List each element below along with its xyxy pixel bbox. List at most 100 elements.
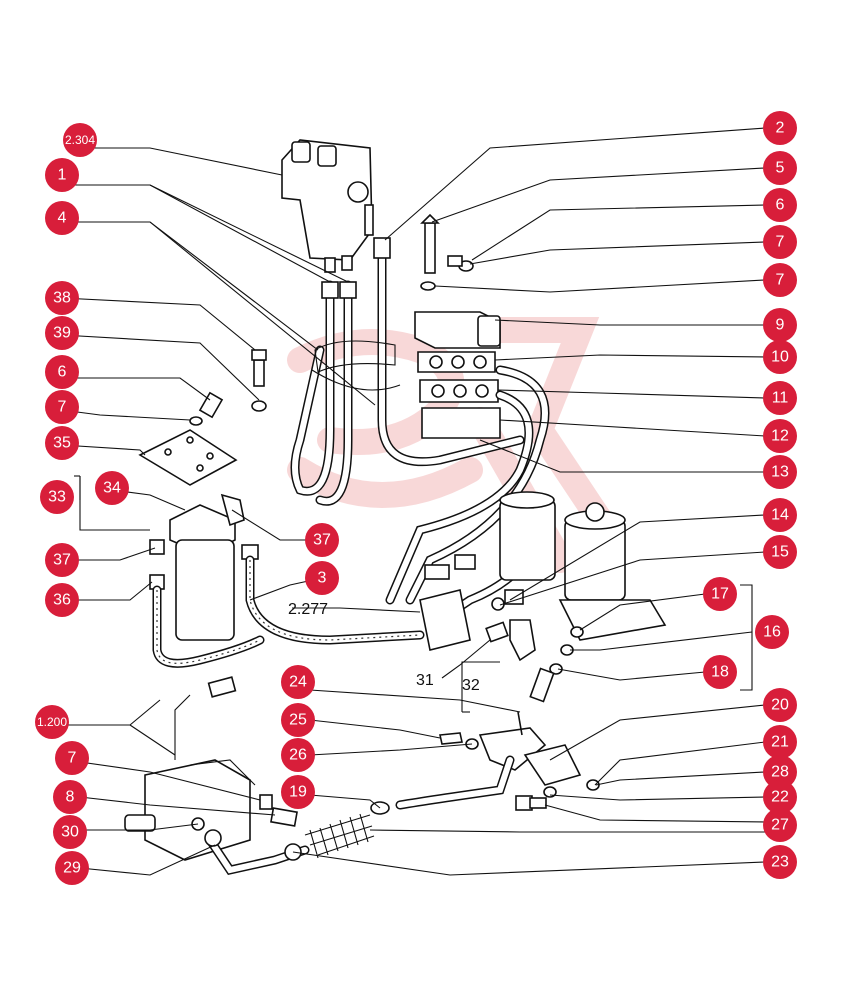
callout-14[interactable]: 14 — [763, 498, 797, 532]
callout-label: 22 — [771, 789, 789, 806]
callout-label: 5 — [776, 160, 785, 177]
callout-24[interactable]: 24 — [281, 665, 315, 699]
callout-2304[interactable]: 2.304 — [63, 123, 97, 157]
callout-label: 39 — [53, 325, 71, 342]
callout-label: 12 — [771, 428, 789, 445]
callout-27[interactable]: 27 — [763, 808, 797, 842]
callout-label: 26 — [289, 747, 307, 764]
callout-label: 15 — [771, 544, 789, 561]
callout-21[interactable]: 21 — [763, 725, 797, 759]
callout-label: 6 — [58, 364, 67, 381]
callout-label: 4 — [58, 210, 67, 227]
hose-clamp-blocks — [414, 213, 501, 439]
callout-18[interactable]: 18 — [703, 655, 737, 689]
callout-label: 19 — [289, 784, 307, 801]
suction-pipe — [204, 813, 375, 876]
mounting-plate — [138, 349, 267, 486]
callout-label: 38 — [53, 290, 71, 307]
callout-label: 34 — [103, 480, 121, 497]
callout-7-left-upper[interactable]: 7 — [45, 390, 79, 424]
callout-36[interactable]: 36 — [45, 583, 79, 617]
callout-4[interactable]: 4 — [45, 201, 79, 235]
callout-37-center[interactable]: 37 — [305, 523, 339, 557]
callout-6-left[interactable]: 6 — [45, 355, 79, 389]
callout-5[interactable]: 5 — [763, 151, 797, 185]
filter-hoses — [152, 555, 425, 760]
callout-33[interactable]: 33 — [40, 480, 74, 514]
callout-label: 13 — [771, 464, 789, 481]
callout-17[interactable]: 17 — [703, 577, 737, 611]
callout-label: 25 — [289, 712, 307, 729]
callout-label: 1.200 — [37, 715, 67, 729]
callout-label: 16 — [763, 624, 781, 641]
callout-39[interactable]: 39 — [45, 316, 79, 350]
callout-9[interactable]: 9 — [763, 308, 797, 342]
callout-22[interactable]: 22 — [763, 780, 797, 814]
control-valve — [281, 139, 374, 273]
part-label-31: 31 — [416, 672, 434, 689]
callout-20[interactable]: 20 — [763, 688, 797, 722]
callout-label: 35 — [53, 435, 71, 452]
callout-6-right[interactable]: 6 — [763, 188, 797, 222]
callout-label: 33 — [48, 489, 66, 506]
callout-label: 7 — [68, 750, 77, 767]
callout-28[interactable]: 28 — [763, 755, 797, 789]
callout-label: 8 — [66, 789, 75, 806]
callout-label: 1 — [58, 167, 67, 184]
callout-label: 24 — [289, 674, 307, 691]
central-fittings — [419, 554, 584, 703]
callout-35[interactable]: 35 — [45, 426, 79, 460]
callout-label: 7 — [58, 399, 67, 416]
callout-7-right-upper[interactable]: 7 — [763, 225, 797, 259]
callout-7-pump[interactable]: 7 — [55, 741, 89, 775]
callout-label: 7 — [776, 272, 785, 289]
callout-label: 21 — [771, 734, 789, 751]
callout-label: 27 — [771, 817, 789, 834]
callout-23[interactable]: 23 — [763, 845, 797, 879]
callout-label: 36 — [53, 592, 71, 609]
callout-1[interactable]: 1 — [45, 158, 79, 192]
callout-38[interactable]: 38 — [45, 281, 79, 315]
callout-label: 28 — [771, 764, 789, 781]
callout-label: 2.304 — [65, 133, 95, 147]
callout-30[interactable]: 30 — [53, 815, 87, 849]
callout-15[interactable]: 15 — [763, 535, 797, 569]
callout-13[interactable]: 13 — [763, 455, 797, 489]
callout-19[interactable]: 19 — [281, 775, 315, 809]
callout-37-left[interactable]: 37 — [45, 543, 79, 577]
callout-label: 11 — [772, 390, 789, 407]
callout-25[interactable]: 25 — [281, 703, 315, 737]
callout-1200[interactable]: 1.200 — [35, 705, 69, 739]
callout-label: 18 — [711, 664, 729, 681]
callout-8[interactable]: 8 — [53, 780, 87, 814]
callout-label: 2 — [776, 120, 785, 137]
callout-label: 30 — [61, 824, 79, 841]
callout-label: 3 — [318, 570, 327, 587]
callout-26[interactable]: 26 — [281, 738, 315, 772]
callout-10[interactable]: 10 — [763, 340, 797, 374]
part-label-32: 32 — [462, 677, 480, 694]
callout-label: 17 — [711, 586, 729, 603]
pipe-19 — [370, 755, 515, 815]
callout-label: 23 — [771, 854, 789, 871]
leader-lines — [60, 127, 766, 876]
callout-label: 7 — [776, 234, 785, 251]
oil-filter-left — [149, 493, 259, 641]
callout-12[interactable]: 12 — [763, 419, 797, 453]
callout-2[interactable]: 2 — [763, 111, 797, 145]
filter-canisters-right — [499, 491, 667, 641]
callout-34[interactable]: 34 — [95, 471, 129, 505]
callout-label: 10 — [771, 349, 789, 366]
callout-29[interactable]: 29 — [55, 851, 89, 885]
hose-clamp-band — [311, 340, 401, 391]
callout-label: 29 — [63, 860, 81, 877]
callout-16[interactable]: 16 — [755, 615, 789, 649]
callout-11[interactable]: 11 — [763, 381, 797, 415]
callout-3[interactable]: 3 — [305, 561, 339, 595]
callout-label: 37 — [53, 552, 71, 569]
callout-label: 37 — [313, 532, 331, 549]
callout-7-right-lower[interactable]: 7 — [763, 263, 797, 297]
callout-label: 9 — [776, 317, 785, 334]
callout-label: 20 — [771, 697, 789, 714]
